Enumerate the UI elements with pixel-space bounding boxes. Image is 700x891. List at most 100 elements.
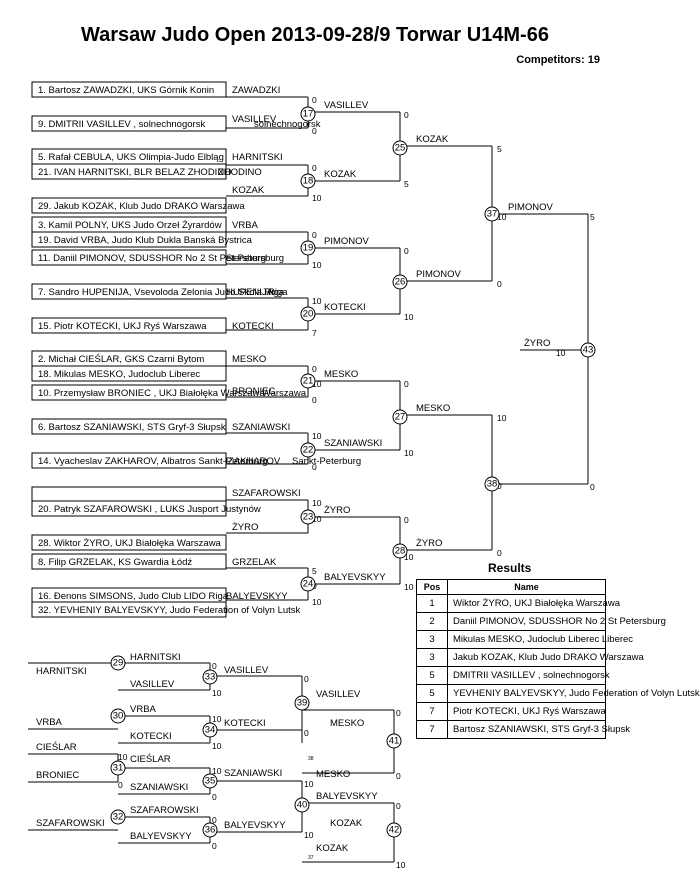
repechage-name: CIEŚLAR — [130, 753, 171, 765]
match-number: 29 — [113, 658, 124, 669]
match-number: 20 — [303, 309, 314, 320]
overlap-label: SZAFAROWSKI — [232, 488, 301, 499]
overlap-label: solnechnogorsk — [254, 119, 321, 130]
match-number: 19 — [303, 243, 314, 254]
entry-name: 9. DMITRII VASILLEV , solnechnogorsk — [38, 119, 205, 130]
match-node — [300, 240, 316, 256]
score: 10 — [312, 193, 322, 203]
match-node — [294, 695, 310, 711]
result-pos: 3 — [416, 648, 448, 667]
repechage-name: BALYEVSKYY — [224, 820, 286, 831]
match-node — [386, 822, 402, 838]
score: 10 — [312, 296, 322, 306]
result-name: Daniil PIMONOV, SDUSSHOR No 2 St Petersb… — [447, 612, 666, 631]
score-note: 38 — [308, 756, 314, 762]
entry-name: 11. Daniil PIMONOV, SDUSSHOR No 2 St Pet… — [38, 253, 266, 264]
result-name: YEVHENIY BALYEVSKYY, Judo Federation of … — [447, 684, 700, 703]
score: 0 — [404, 379, 409, 389]
match-node — [580, 342, 596, 358]
entry-name: 6. Bartosz SZANIAWSKI, STS Gryf-3 Słupsk — [38, 422, 226, 433]
overlap-label: SZANIAWSKI — [232, 422, 290, 433]
entry-slot — [31, 418, 227, 435]
entry-slot — [31, 197, 227, 214]
overlap-label: ŻYRO — [232, 522, 258, 533]
match-number: 24 — [303, 579, 314, 590]
competitors-count: Competitors: 19 — [516, 54, 600, 66]
match-node — [300, 106, 316, 122]
repechage-name: SZAFAROWSKI — [36, 818, 105, 829]
score: 5 — [404, 179, 409, 189]
score: 0 — [312, 230, 317, 240]
overlap-label: Sankt-Peterburg — [292, 456, 361, 467]
match-number: 26 — [395, 277, 406, 288]
entry-name: 18. Mikulas MESKO, Judoclub Liberec — [38, 369, 200, 380]
entry-name: 21. IVAN HARNITSKI, BLR BELAZ ZHODINO — [38, 167, 232, 178]
score: 0 — [396, 708, 401, 718]
score: 10 — [212, 714, 222, 724]
repechage-scores: 0 10 0 0 10 10 0 0 10 0 10 0 0 0 10 10 0… — [118, 661, 406, 870]
score: 0 — [312, 163, 317, 173]
entry-slot — [31, 115, 227, 132]
repechage-name: BALYEVSKYY — [316, 791, 378, 802]
score: 10 — [304, 779, 314, 789]
result-pos: 7 — [416, 702, 448, 721]
entry-name: 28. Wiktor ŻYRO, UKJ Białołęka Warszawa — [38, 538, 222, 549]
match-number: 34 — [205, 725, 216, 736]
entry-slot — [31, 249, 227, 266]
overlap-label: KOZAK — [232, 185, 265, 196]
score: 0 — [312, 364, 317, 374]
match-node — [300, 173, 316, 189]
match-number: 37 — [487, 209, 498, 220]
result-pos: 5 — [416, 666, 448, 685]
score: 7 — [312, 328, 317, 338]
score: 0 — [404, 110, 409, 120]
entry-slot — [31, 365, 227, 382]
match-node — [202, 669, 218, 685]
repechage-name: BALYEVSKYY — [130, 831, 192, 842]
score: 10 — [497, 413, 507, 423]
repechage-name: MESKO — [330, 718, 364, 729]
score: 10 — [212, 766, 222, 776]
score: 10 — [312, 260, 322, 270]
entry-name: 29. Jakub KOZAK, Klub Judo DRAKO Warszaw… — [38, 201, 245, 212]
entry-slot — [31, 601, 227, 618]
match-number: 17 — [303, 109, 314, 120]
score: 10 — [118, 752, 128, 762]
entry-name: 7. Sandro HUPENIJA, Vsevoloda Zelonia Ju… — [38, 287, 285, 298]
match-number: 25 — [395, 143, 406, 154]
match-node — [300, 576, 316, 592]
score: 10 — [212, 688, 222, 698]
match-node — [110, 760, 126, 776]
match-node — [110, 708, 126, 724]
winner-labels: VASILLEV KOZAK PIMONOV KOTECKI MESKO SZA… — [324, 100, 554, 583]
score: 10 — [404, 582, 414, 592]
match-number: 36 — [205, 825, 216, 836]
winner-label: ŻYRO — [416, 538, 442, 549]
match-number: 40 — [297, 800, 308, 811]
score: 0 — [396, 801, 401, 811]
score: 0 — [590, 482, 595, 492]
score: 0 — [404, 246, 409, 256]
overlap-label: HUPENIJA — [226, 287, 274, 298]
overlap-label: ZAWADZKI — [232, 85, 280, 96]
repechage-name: VASILLEV — [130, 679, 175, 690]
entry-name: 1. Bartosz ZAWADZKI, UKS Górnik Konin — [38, 85, 214, 96]
entry-name: 8. Filip GRZELAK, KS Gwardia Łódź — [38, 557, 192, 568]
score: 10 — [404, 448, 414, 458]
result-pos: 2 — [416, 612, 448, 631]
match-node — [300, 373, 316, 389]
score: 0 — [396, 771, 401, 781]
overlap-label: ZHODINO — [218, 167, 262, 178]
match-node — [294, 797, 310, 813]
match-number: 42 — [389, 825, 400, 836]
repechage-name: KOZAK — [330, 818, 363, 829]
winner-label: KOZAK — [416, 134, 449, 145]
repechage-name: KOTECKI — [224, 718, 266, 729]
match-node — [300, 306, 316, 322]
